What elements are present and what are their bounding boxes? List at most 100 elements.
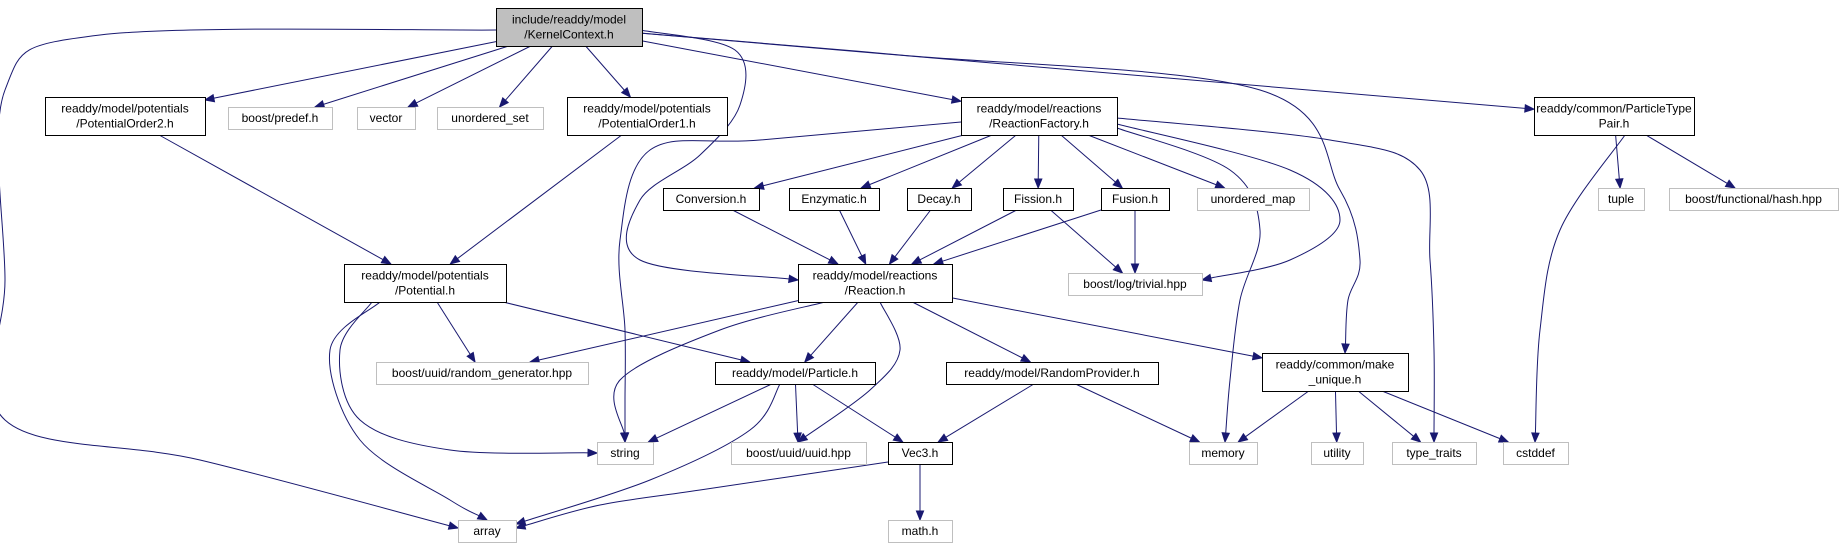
node-label: Fusion.h	[1112, 192, 1158, 206]
node-box	[888, 520, 953, 543]
node-fission[interactable]: Fission.h	[1003, 188, 1074, 211]
arrowhead	[1112, 178, 1124, 189]
node-label: /PotentialOrder1.h	[598, 117, 695, 131]
node-label: boost/uuid/random_generator.hpp	[392, 366, 572, 380]
node-box	[228, 107, 333, 130]
node-label: boost/predef.h	[242, 111, 319, 125]
node-box	[946, 362, 1159, 385]
node-label: type_traits	[1406, 446, 1461, 460]
edge-reactionfactory-to-enzymatic	[859, 134, 993, 189]
edge-line	[504, 45, 553, 102]
node-label: readdy/model/potentials	[61, 102, 188, 116]
arrowhead	[803, 352, 815, 364]
node-box	[1534, 97, 1695, 136]
node-decay[interactable]: Decay.h	[907, 188, 972, 211]
node-utility: utility	[1311, 442, 1364, 465]
edge-line	[415, 45, 532, 104]
node-label: array	[473, 524, 500, 538]
node-box	[1197, 188, 1310, 211]
arrowhead	[1221, 432, 1231, 444]
edge-line	[811, 383, 897, 439]
edge-line	[794, 383, 799, 435]
edge-potentialorder2-to-potential	[158, 134, 393, 265]
node-fusion[interactable]: Fusion.h	[1101, 188, 1170, 211]
node-particle[interactable]: readdy/model/Particle.h	[715, 362, 876, 385]
node-enzymatic[interactable]: Enzymatic.h	[789, 188, 880, 211]
node-cstddef: cstddef	[1503, 442, 1569, 465]
edge-line	[804, 301, 901, 438]
arrowhead	[910, 255, 923, 265]
node-potentialorder1[interactable]: readdy/model/potentials/PotentialOrder1.…	[567, 97, 728, 136]
edge-line	[1357, 390, 1415, 438]
node-label: /PotentialOrder2.h	[76, 117, 173, 131]
edge-line	[838, 209, 863, 258]
edge-particle-to-boost-uuid	[793, 383, 802, 444]
arrowhead	[1189, 434, 1201, 443]
node-box	[45, 97, 206, 136]
node-label: /ReactionFactory.h	[989, 117, 1089, 131]
node-box	[344, 264, 507, 303]
arrowhead	[1724, 179, 1737, 189]
edge-line	[1244, 390, 1310, 438]
arrowhead	[915, 510, 925, 522]
node-box	[1311, 442, 1364, 465]
node-label: Vec3.h	[902, 446, 939, 460]
edge-line	[641, 40, 954, 101]
arrowhead	[1200, 273, 1213, 283]
edge-line	[502, 301, 743, 361]
node-conversion[interactable]: Conversion.h	[663, 188, 760, 211]
node-label: include/readdy/model	[512, 13, 626, 27]
node-boost-hash: boost/functional/hash.hpp	[1669, 188, 1839, 211]
node-label: math.h	[902, 524, 939, 538]
node-reaction[interactable]: readdy/model/reactions/Reaction.h	[798, 264, 953, 303]
arrowhead	[1332, 432, 1341, 444]
node-label: Fission.h	[1014, 192, 1062, 206]
node-randomprovider[interactable]: readdy/model/RandomProvider.h	[946, 362, 1159, 385]
node-make-unique[interactable]: readdy/common/make_unique.h	[1262, 353, 1409, 392]
edge-line	[1087, 134, 1218, 186]
node-reactionfactory[interactable]: readdy/model/reactions/ReactionFactory.h	[961, 97, 1118, 136]
node-label: unordered_set	[451, 111, 529, 125]
edge-line	[1116, 127, 1261, 435]
edge-line	[1334, 390, 1338, 435]
node-label: Enzymatic.h	[801, 192, 866, 206]
edge-line	[1060, 134, 1117, 184]
edge-vec3-to-math	[915, 464, 925, 522]
node-tuple: tuple	[1598, 188, 1645, 211]
arrowhead	[859, 180, 872, 189]
node-box	[1598, 188, 1645, 211]
node-potentialorder2[interactable]: readdy/model/potentials/PotentialOrder2.…	[45, 97, 206, 136]
arrowhead	[1429, 432, 1439, 444]
edge-kernelcontext-to-boost-predef	[313, 45, 509, 109]
node-box	[907, 188, 972, 211]
edge-line	[951, 297, 1255, 357]
edge-line	[523, 383, 781, 522]
edge-potential-to-array	[328, 301, 489, 521]
node-kernelcontext[interactable]: include/readdy/model/KernelContext.h	[496, 8, 643, 47]
edge-line	[1534, 134, 1626, 435]
edge-kernelcontext-to-array	[0, 28, 497, 530]
edge-reaction-to-make-unique	[951, 297, 1264, 361]
edge-make-unique-to-utility	[1332, 390, 1341, 444]
edge-make-unique-to-memory	[1237, 390, 1310, 443]
arrowhead	[827, 255, 840, 265]
arrowhead	[1614, 178, 1624, 190]
edge-reactionfactory-to-decay	[951, 134, 1017, 189]
file-nodes: include/readdy/model/KernelContext.h read…	[45, 8, 1839, 543]
arrowhead	[449, 254, 461, 265]
edge-line	[918, 209, 1017, 261]
edge-line	[436, 301, 472, 356]
edge-line	[944, 383, 1035, 439]
node-label: readdy/common/make	[1276, 358, 1395, 372]
arrowhead	[932, 256, 945, 266]
edge-line	[625, 29, 791, 280]
node-label: /KernelContext.h	[524, 28, 613, 42]
node-vec3[interactable]: Vec3.h	[888, 442, 953, 465]
edge-potentialorder1-to-potential	[449, 134, 623, 265]
edge-fusion-to-reaction	[932, 209, 1102, 266]
node-potential[interactable]: readdy/model/potentials/Potential.h	[344, 264, 507, 303]
edge-line	[328, 301, 481, 517]
edge-particletypepair-to-cstddef	[1531, 134, 1626, 444]
